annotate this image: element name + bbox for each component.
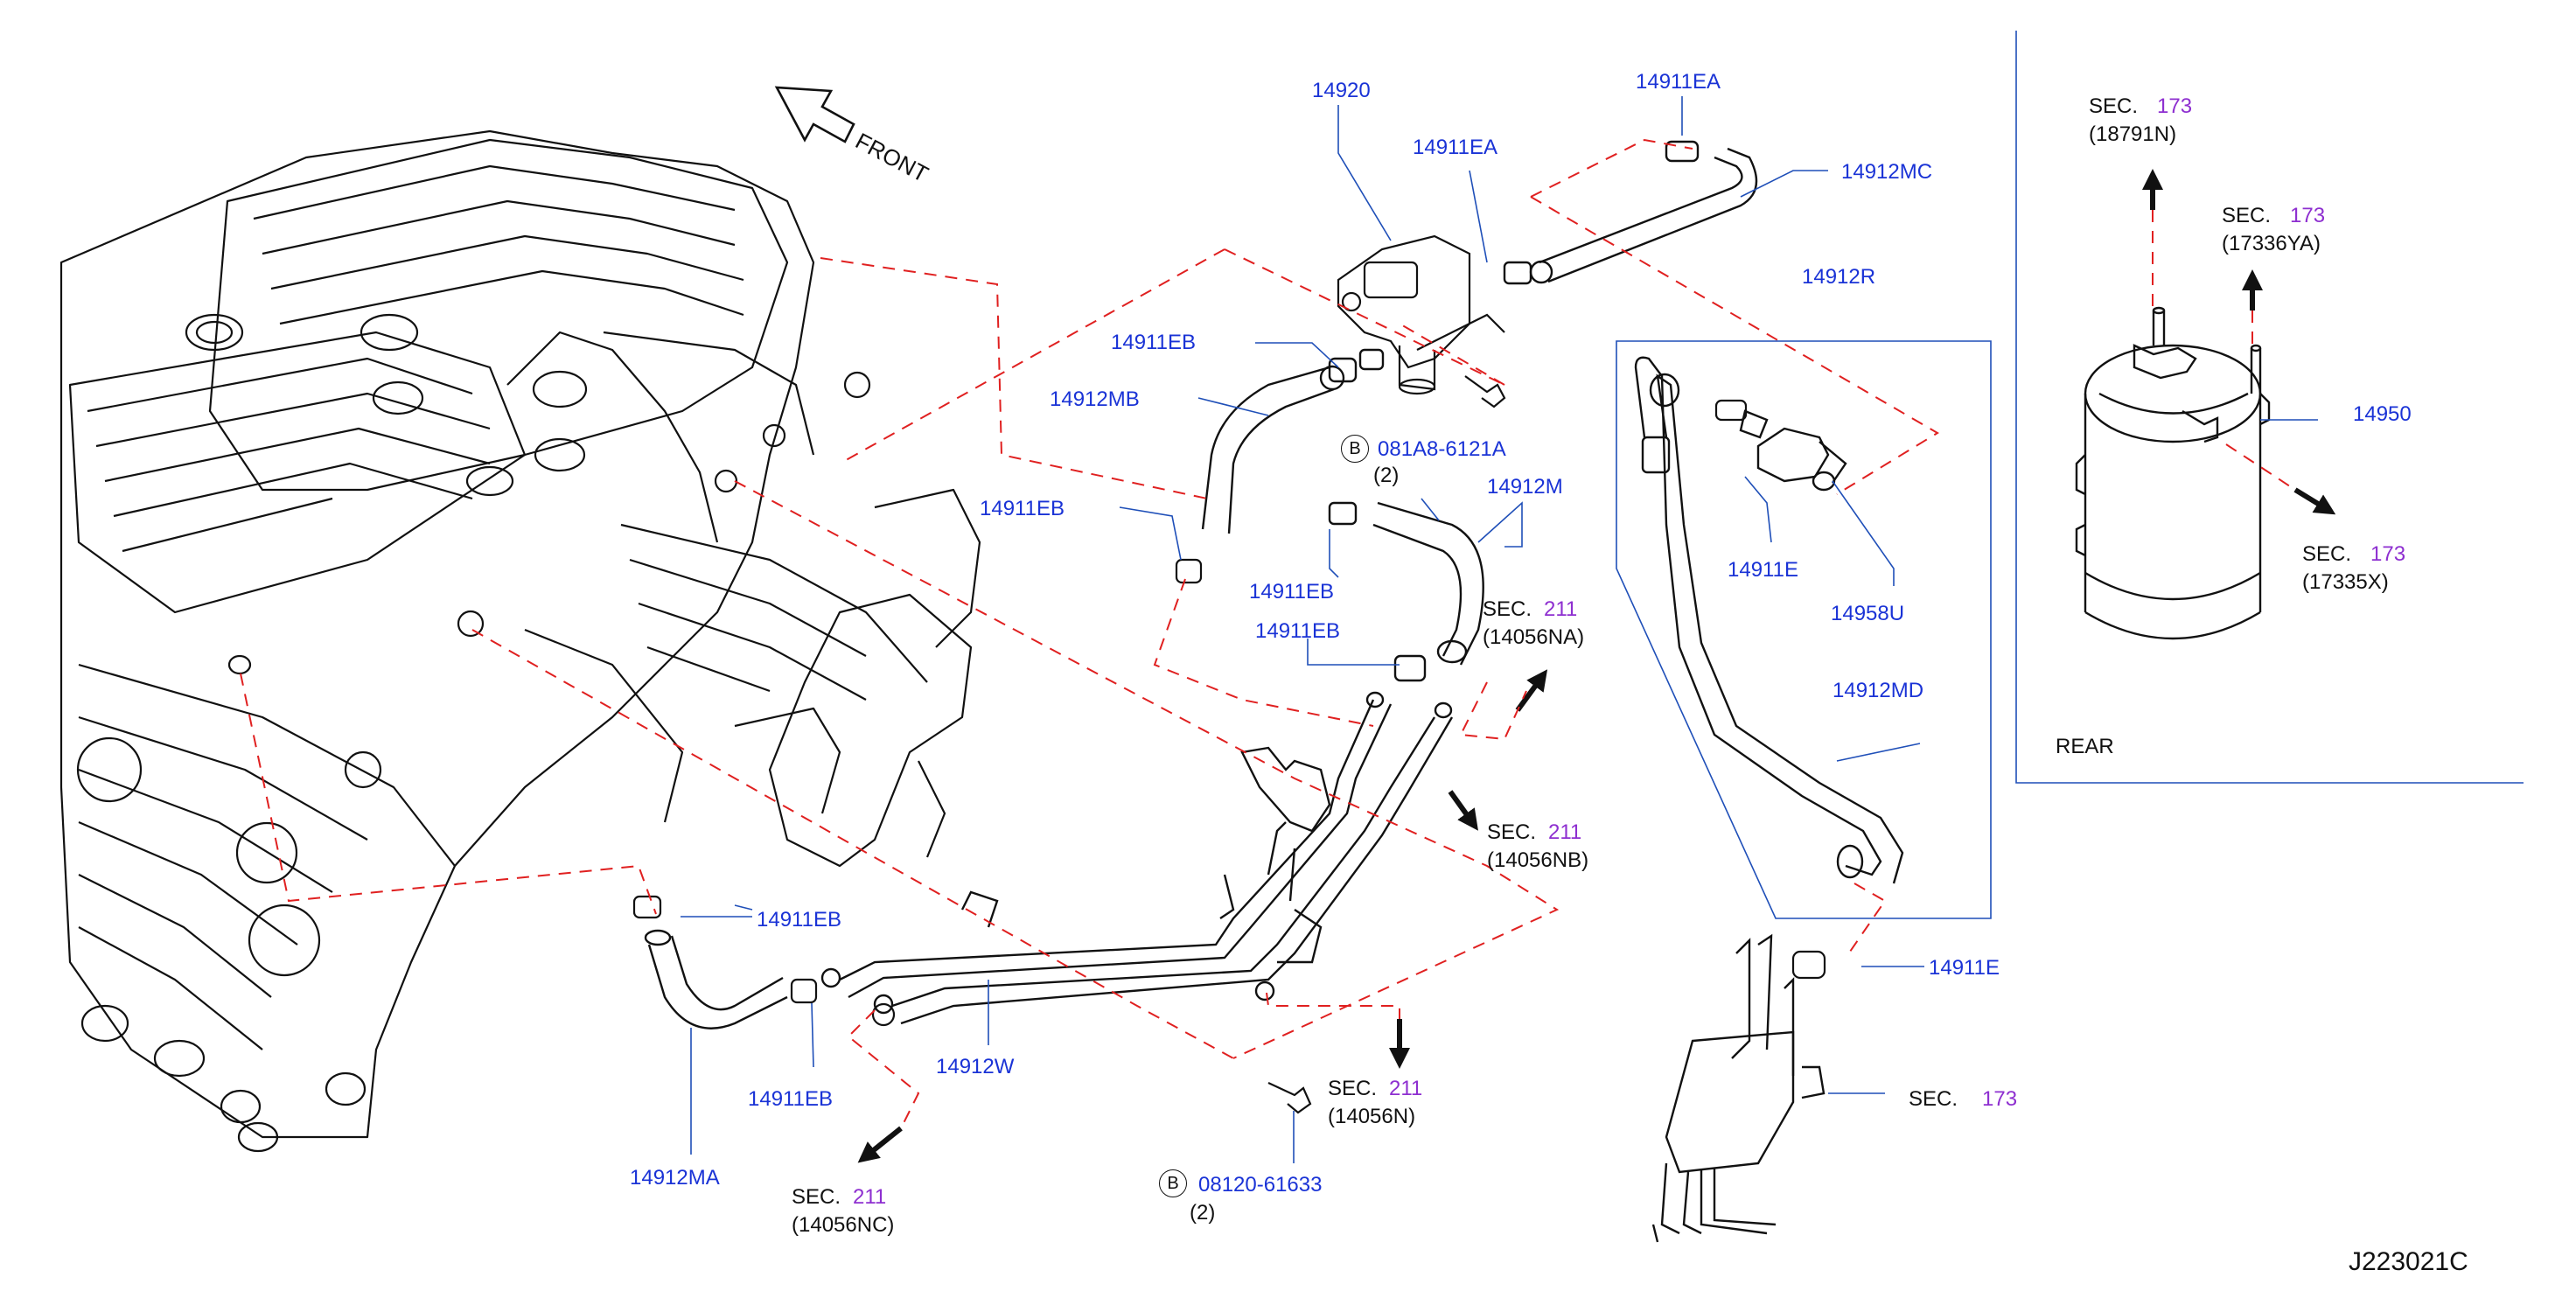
sec-number: 173 xyxy=(2157,94,2193,118)
sec-number: 173 xyxy=(1982,1087,2018,1111)
purge-valve xyxy=(1337,234,1505,395)
part-label-14912MB[interactable]: 14912MB xyxy=(1050,387,1140,411)
section-arrows xyxy=(857,169,2336,1163)
sec-sub: (17335X) xyxy=(2302,570,2389,594)
hose-14912MB xyxy=(1201,348,1385,534)
filter-14958U xyxy=(1739,409,1847,492)
part-label-14958U[interactable]: 14958U xyxy=(1831,602,1905,625)
sec-number: 173 xyxy=(2370,542,2406,566)
engine-illustration xyxy=(59,129,981,1139)
sec-prefix: SEC. xyxy=(1483,597,1532,621)
sec-number: 211 xyxy=(853,1185,887,1209)
part-label-14912W[interactable]: 14912W xyxy=(936,1055,1015,1078)
part-label-14911EB-5[interactable]: 14911EB xyxy=(757,908,841,932)
part-label-14950[interactable]: 14950 xyxy=(2353,402,2412,426)
section-ref-17335X[interactable]: SEC. 173 (17335X) xyxy=(2302,544,2418,593)
section-ref-14056NC[interactable]: SEC. 211 (14056NC) xyxy=(792,1187,898,1236)
hose-14912M xyxy=(1328,501,1484,682)
bolt-part-08120-61633[interactable]: 08120-61633 xyxy=(1198,1173,1323,1197)
bolt-badge-1: B xyxy=(1341,435,1369,463)
section-ref-14056NA[interactable]: SEC. 211 (14056NA) xyxy=(1483,599,1589,648)
sec-prefix: SEC. xyxy=(1487,820,1537,844)
sec-sub: (14056N) xyxy=(1328,1105,1416,1128)
leader-lines xyxy=(681,96,2318,1163)
sec-sub: (14056NC) xyxy=(792,1213,895,1237)
sec-prefix: SEC. xyxy=(1328,1077,1378,1100)
bolt-part-081A8-6121A[interactable]: 081A8-6121A xyxy=(1378,437,1506,461)
sec-number: 211 xyxy=(1389,1077,1423,1100)
sec-number: 173 xyxy=(2290,204,2326,227)
section-ref-173-pipe[interactable]: SEC. 173 xyxy=(1909,1089,2029,1110)
part-label-14912MD[interactable]: 14912MD xyxy=(1833,679,1924,702)
sec-number: 211 xyxy=(1548,820,1582,844)
group-frames xyxy=(1616,31,2524,919)
routing-dashed-lines xyxy=(240,138,2296,1129)
sec-sub: (14056NB) xyxy=(1487,848,1589,872)
part-label-14912R[interactable]: 14912R xyxy=(1802,265,1876,289)
part-label-14912MC[interactable]: 14912MC xyxy=(1841,160,1933,184)
pipe-assembly-sec173 xyxy=(1651,933,1826,1243)
front-direction-arrow xyxy=(774,86,855,143)
section-ref-14056N[interactable]: SEC. 211 (14056N) xyxy=(1328,1078,1435,1127)
sec-number: 211 xyxy=(1544,597,1578,621)
diagram-id: J223021C xyxy=(2349,1247,2468,1276)
part-label-14911EB-3[interactable]: 14911EB xyxy=(1249,580,1334,604)
part-label-14911EB-2[interactable]: 14911EB xyxy=(980,497,1065,520)
tube-assembly-14912W xyxy=(820,691,1454,1025)
engine-ports xyxy=(76,313,896,1153)
sec-prefix: SEC. xyxy=(2302,542,2352,566)
hose-14912MD xyxy=(1634,356,1904,884)
sec-sub: (17336YA) xyxy=(2222,232,2321,255)
part-label-14912M[interactable]: 14912M xyxy=(1487,475,1563,499)
part-label-14911EB-6[interactable]: 14911EB xyxy=(748,1087,833,1111)
sec-sub: (14056NA) xyxy=(1483,625,1585,649)
section-ref-14056NB[interactable]: SEC. 211 (14056NB) xyxy=(1487,822,1594,871)
section-ref-18791N[interactable]: SEC. 173 (18791N) xyxy=(2089,96,2204,145)
part-label-14911EA-top[interactable]: 14911EA xyxy=(1636,70,1721,94)
canister-14950 xyxy=(2075,306,2271,640)
sec-sub: (18791N) xyxy=(2089,122,2177,146)
sec-prefix: SEC. xyxy=(1909,1087,1958,1111)
part-label-14911E-1[interactable]: 14911E xyxy=(1728,558,1798,582)
bolt-badge-2: B xyxy=(1159,1169,1187,1197)
part-label-14911EB-4[interactable]: 14911EB xyxy=(1255,619,1340,643)
bolts xyxy=(1267,375,1506,1114)
clamps xyxy=(632,399,1826,1004)
bolt-qty-1: (2) xyxy=(1373,464,1400,487)
bolt-qty-2: (2) xyxy=(1190,1201,1216,1225)
hose-14912MC xyxy=(1503,140,1758,285)
section-ref-17336YA[interactable]: SEC. 173 (17336YA) xyxy=(2222,206,2337,255)
part-label-14911EA-mid[interactable]: 14911EA xyxy=(1413,136,1497,159)
hose-14912MA xyxy=(644,929,788,1029)
sec-prefix: SEC. xyxy=(792,1185,841,1209)
part-label-14911E-2[interactable]: 14911E xyxy=(1929,956,2000,980)
part-label-14912MA[interactable]: 14912MA xyxy=(630,1166,720,1190)
part-label-14911EB-1[interactable]: 14911EB xyxy=(1111,331,1196,354)
part-label-14920[interactable]: 14920 xyxy=(1312,79,1371,102)
rear-label: REAR xyxy=(2056,735,2114,758)
sec-prefix: SEC. xyxy=(2222,204,2272,227)
sec-prefix: SEC. xyxy=(2089,94,2139,118)
